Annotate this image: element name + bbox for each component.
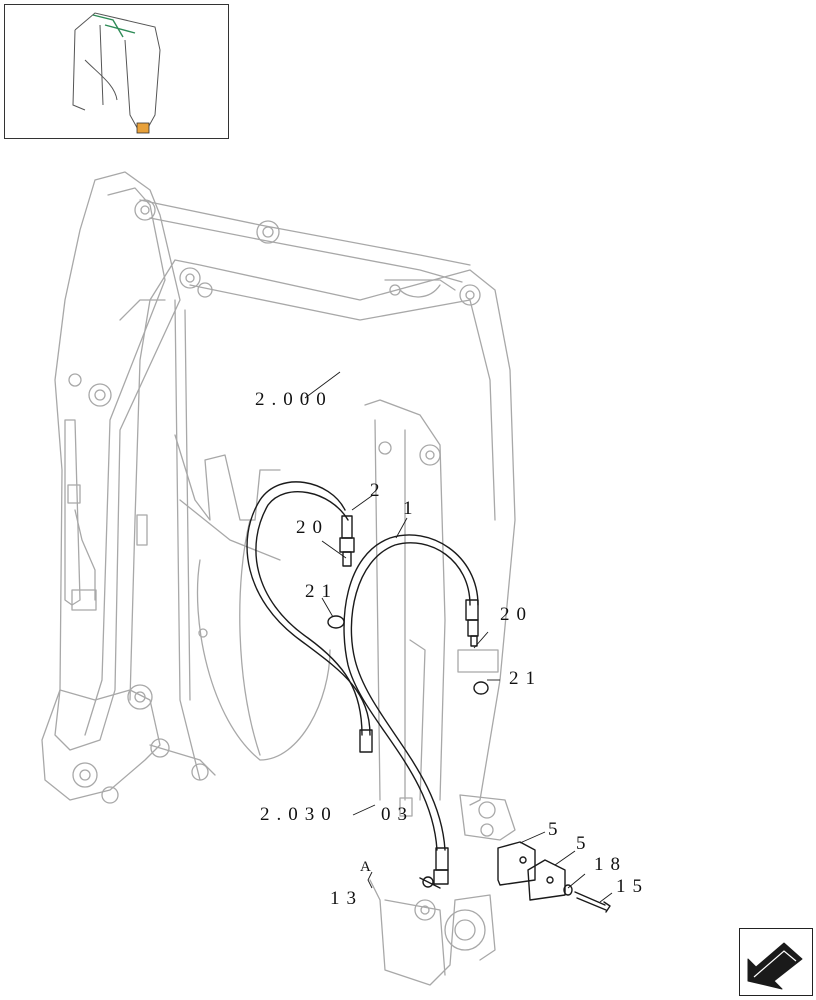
part-label-5-lower: 5 [576, 833, 593, 854]
part-label-21-upper: 21 [305, 581, 338, 602]
ref-label-a: A [360, 859, 378, 875]
overview-thumbnail-drawing [72, 12, 161, 134]
ref-label-2000: 2.000 [255, 389, 333, 410]
part-label-15: 15 [616, 876, 649, 897]
part-label-20-upper: 20 [296, 517, 329, 538]
part-label-20-right: 20 [500, 604, 533, 625]
ref-label-13: 13 [330, 888, 363, 909]
arrow-glyph [747, 942, 803, 990]
part-label-1: 1 [403, 498, 420, 519]
ref-label-2030: 2.030 [260, 804, 338, 825]
part-label-2: 2 [370, 480, 387, 501]
overview-thumbnail-icon[interactable] [4, 4, 229, 139]
next-page-arrow-icon[interactable] [739, 928, 813, 996]
leader-lines [304, 371, 613, 903]
hose-assembly [246, 481, 611, 913]
part-label-18: 18 [594, 854, 627, 875]
part-label-5-upper: 5 [548, 819, 565, 840]
boom-structure-ghost [41, 171, 516, 986]
ref-label-03: 03 [381, 804, 414, 825]
part-label-21-right: 21 [509, 668, 542, 689]
